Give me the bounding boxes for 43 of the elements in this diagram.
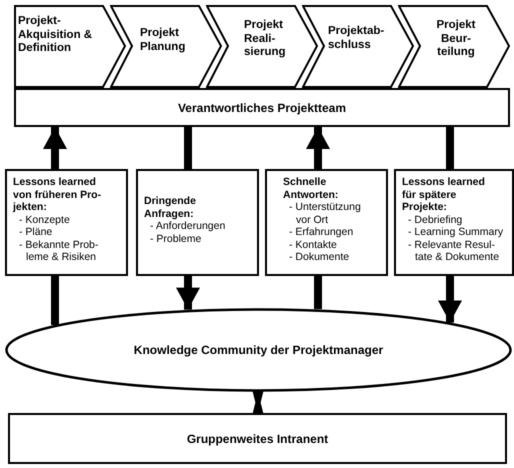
list-item: - Bekannte Prob-leme & Risiken: [19, 238, 100, 264]
process-step: [110, 5, 222, 88]
list-item: - Debriefing: [408, 214, 464, 226]
phase-label: Projekt Reali-sierung: [244, 19, 287, 60]
list-item: - Unterstützung vor Ort: [289, 201, 362, 226]
list-item: - Anforderungen: [150, 220, 226, 232]
connector-line: [314, 276, 322, 310]
connector-line: [51, 276, 59, 325]
process-step: [302, 5, 414, 88]
list-item: - Relevante Resul-tate & Dokumente: [408, 238, 500, 264]
list-item: - Learning Summary: [408, 226, 504, 238]
node-label: Gruppenweites Intranent: [186, 432, 328, 446]
info-box: [5, 169, 128, 276]
phase-label: Projekt-Akquisition & Definition: [18, 15, 94, 56]
list-item: - Probleme: [150, 232, 202, 245]
arrow: [176, 276, 200, 310]
box-heading: Lessons learned für spätere Projekte:: [402, 176, 486, 214]
info-box: [394, 169, 514, 276]
list-item: - Pläne: [19, 226, 54, 238]
arrow: [438, 276, 462, 322]
box-heading: Lessons learned von früheren Pro-jekten:: [13, 176, 102, 214]
label-bar: [8, 413, 507, 464]
phase-label: Projekt Beur-teilung: [436, 19, 476, 60]
node-label: Knowledge Community der Projektmanager: [134, 343, 384, 357]
process-step: [206, 5, 318, 88]
community-ellipse: [5, 308, 512, 392]
arrow: [43, 127, 67, 169]
info-box: [265, 169, 388, 276]
connector-line: [446, 127, 454, 169]
list-item: - Konzepte: [19, 214, 71, 226]
process-step: [398, 5, 510, 88]
list-item: - Dokumente: [289, 251, 350, 264]
list-item: - Erfahrungen: [289, 226, 354, 238]
node-label: Verantwortliches Projektteam: [178, 100, 346, 114]
list-item: - Kontakte: [289, 238, 338, 251]
phase-label: Projekt Planung: [140, 27, 186, 54]
connector-line: [184, 127, 192, 169]
info-box: [136, 169, 259, 276]
box-heading: Dringende Anfragen:: [144, 195, 197, 220]
arrow: [306, 127, 330, 169]
phase-label: Projektab-schluss: [328, 25, 386, 52]
box-heading: Schnelle Antworten:: [283, 176, 340, 201]
process-step: [14, 5, 126, 88]
